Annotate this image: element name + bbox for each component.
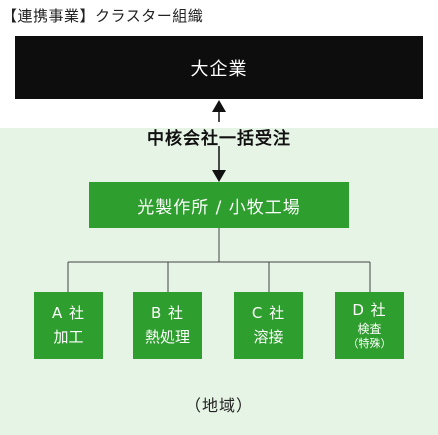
company-d-role: 検査 (357, 322, 382, 336)
company-a-role: 加工 (53, 328, 84, 346)
company-d-sub: （特殊） (347, 337, 392, 350)
company-c-role: 溶接 (253, 328, 284, 346)
company-a-box: A 社 加工 (34, 292, 103, 359)
company-c-name: C 社 (251, 304, 286, 322)
bulk-order-label: 中核会社一括受注 (0, 124, 438, 149)
company-c-box: C 社 溶接 (234, 292, 303, 359)
company-b-role: 熱処理 (144, 328, 190, 346)
region-label: （地域） (184, 396, 253, 415)
company-d-box: D 社 検査 （特殊） (335, 292, 404, 359)
company-b-box: B 社 熱処理 (133, 292, 202, 359)
region-area (0, 128, 438, 435)
company-b-name: B 社 (150, 304, 185, 322)
company-d-name: D 社 (352, 301, 387, 319)
link-arrow-head-up (212, 100, 226, 112)
bulk-order-text: 中核会社一括受注 (147, 129, 291, 149)
core-company-box: 光製作所 / 小牧工場 (89, 182, 349, 228)
large-enterprise-box: 大企業 (15, 36, 423, 99)
company-a-name: A 社 (51, 304, 86, 322)
diagram-heading: 【連携事業】クラスター組織 (2, 7, 204, 25)
